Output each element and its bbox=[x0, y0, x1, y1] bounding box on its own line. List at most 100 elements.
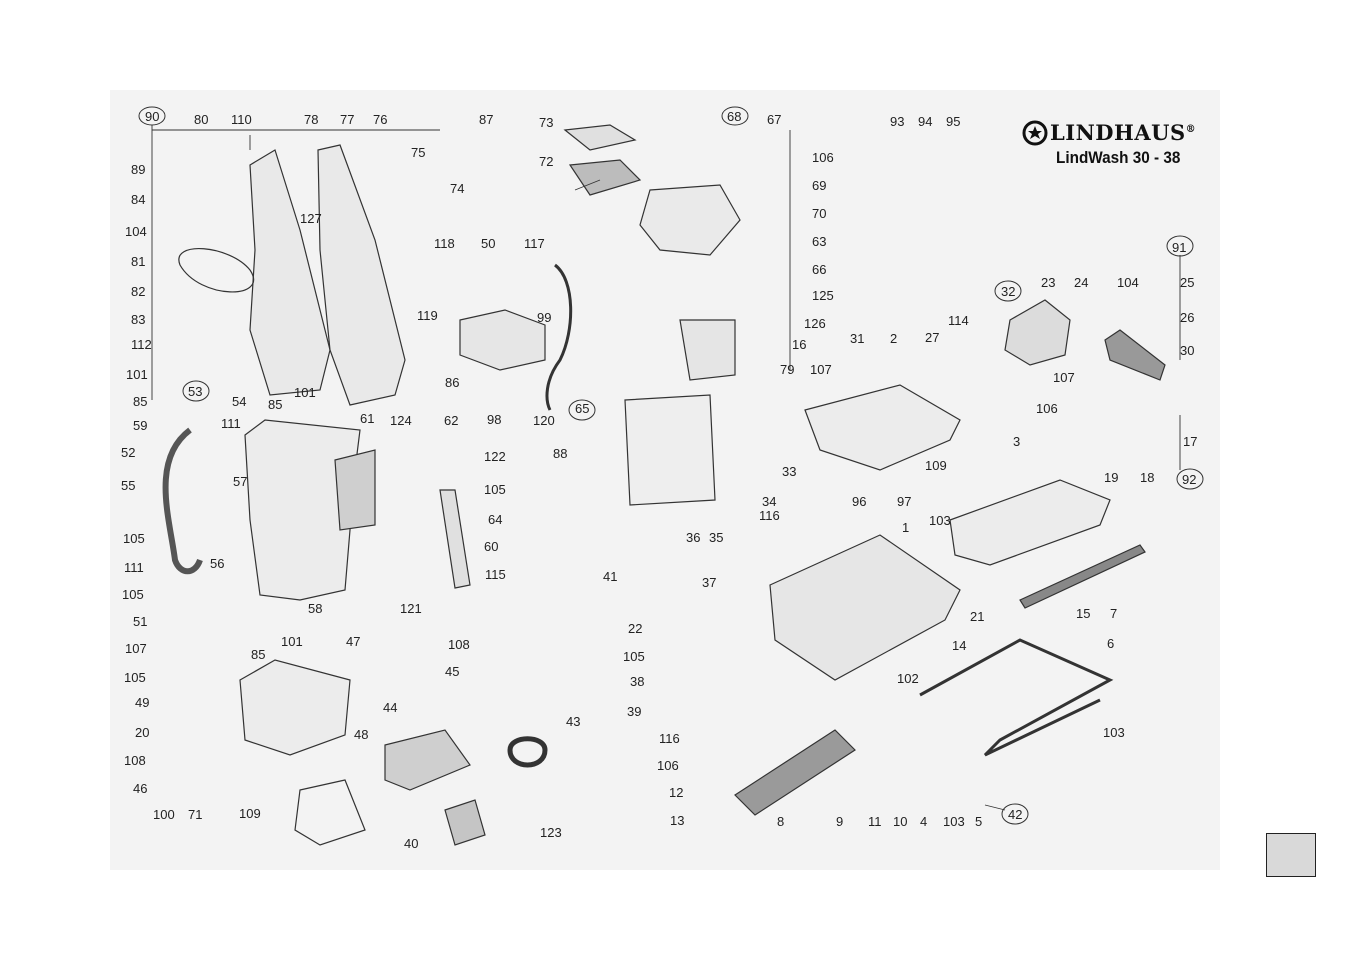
callout-number: 92 bbox=[1182, 472, 1196, 487]
callout-number: 36 bbox=[686, 530, 700, 545]
callout-number: 108 bbox=[448, 637, 470, 652]
callout-number: 85 bbox=[268, 397, 282, 412]
callout-number: 27 bbox=[925, 330, 939, 345]
callout-number: 47 bbox=[346, 634, 360, 649]
callout-number: 63 bbox=[812, 234, 826, 249]
filter-72 bbox=[568, 159, 642, 196]
recovery-tank bbox=[624, 394, 716, 506]
callout-number: 34 bbox=[762, 494, 776, 509]
callout-number: 123 bbox=[540, 825, 562, 840]
callout-number: 96 bbox=[852, 494, 866, 509]
belt-assembly bbox=[1104, 329, 1166, 381]
drain-hose bbox=[162, 427, 203, 575]
callout-number: 45 bbox=[445, 664, 459, 679]
callout-number: 107 bbox=[1053, 370, 1075, 385]
callout-number: 77 bbox=[340, 112, 354, 127]
callout-number: 48 bbox=[354, 727, 368, 742]
callout-number: 116 bbox=[659, 731, 680, 746]
callout-number: 31 bbox=[850, 331, 864, 346]
callout-number: 42 bbox=[1008, 807, 1022, 822]
callout-number: 7 bbox=[1110, 606, 1117, 621]
model-title: LindWash 30 - 38 bbox=[1056, 148, 1181, 167]
callout-number: 20 bbox=[135, 725, 149, 740]
callout-number: 98 bbox=[487, 412, 501, 427]
callout-number: 60 bbox=[484, 539, 498, 554]
callout-number: 89 bbox=[131, 162, 145, 177]
callout-number: 12 bbox=[669, 785, 683, 800]
callout-number: 32 bbox=[1001, 284, 1015, 299]
callout-number: 40 bbox=[404, 836, 418, 851]
callout-number: 127 bbox=[300, 211, 322, 226]
filter-123 bbox=[444, 799, 486, 846]
callout-number: 16 bbox=[792, 337, 806, 352]
brand-name: LINDHAUS® bbox=[1050, 120, 1197, 145]
callout-number: 115 bbox=[485, 567, 506, 582]
callout-number: 105 bbox=[623, 649, 645, 664]
callout-number: 103 bbox=[943, 814, 965, 829]
callout-number: 17 bbox=[1183, 434, 1197, 449]
callout-number: 64 bbox=[488, 512, 502, 527]
callout-number: 70 bbox=[812, 206, 826, 221]
callout-number: 108 bbox=[124, 753, 146, 768]
callout-number: 76 bbox=[373, 112, 387, 127]
motor-assembly bbox=[1004, 299, 1071, 366]
callout-number: 105 bbox=[122, 587, 144, 602]
callout-number: 90 bbox=[145, 109, 159, 124]
callout-number: 87 bbox=[479, 112, 493, 127]
handle-shell-rear bbox=[249, 149, 331, 396]
callout-number: 111 bbox=[221, 416, 241, 431]
tank-79 bbox=[679, 319, 736, 381]
callout-number: 23 bbox=[1041, 275, 1055, 290]
callout-number: 94 bbox=[918, 114, 932, 129]
callout-number: 126 bbox=[804, 316, 826, 331]
callout-number: 104 bbox=[125, 224, 147, 239]
callout-number: 61 bbox=[360, 411, 374, 426]
callout-number: 85 bbox=[251, 647, 265, 662]
callout-number: 84 bbox=[131, 192, 145, 207]
lindhaus-logo-icon bbox=[1022, 120, 1048, 146]
callout-number: 21 bbox=[970, 609, 984, 624]
callout-number: 93 bbox=[890, 114, 904, 129]
callout-number: 57 bbox=[233, 474, 247, 489]
callout-number: 99 bbox=[537, 310, 551, 325]
callout-number: 110 bbox=[231, 112, 252, 127]
callout-number: 39 bbox=[627, 704, 641, 719]
callout-number: 41 bbox=[603, 569, 617, 584]
callout-number: 103 bbox=[929, 513, 951, 528]
callout-number: 50 bbox=[481, 236, 495, 251]
callout-number: 109 bbox=[239, 806, 261, 821]
callout-number: 86 bbox=[445, 375, 459, 390]
callout-number: 35 bbox=[709, 530, 723, 545]
tank-base bbox=[239, 659, 351, 756]
callout-number: 107 bbox=[125, 641, 147, 656]
callout-number: 24 bbox=[1074, 275, 1088, 290]
callout-number: 107 bbox=[810, 362, 832, 377]
callout-number: 114 bbox=[948, 313, 969, 328]
callout-number: 125 bbox=[812, 288, 834, 303]
callout-number: 65 bbox=[575, 401, 589, 416]
gasket-40 bbox=[294, 779, 366, 846]
callout-number: 74 bbox=[450, 181, 464, 196]
filter-panel bbox=[334, 449, 376, 531]
callout-number: 79 bbox=[780, 362, 794, 377]
cover-3 bbox=[949, 479, 1111, 566]
callout-number: 11 bbox=[868, 814, 882, 829]
callout-number: 88 bbox=[553, 446, 567, 461]
callout-number: 122 bbox=[484, 449, 506, 464]
filter-73 bbox=[563, 124, 637, 151]
callout-number: 3 bbox=[1013, 434, 1020, 449]
callout-number: 106 bbox=[812, 150, 834, 165]
callout-number: 30 bbox=[1180, 343, 1194, 358]
callout-number: 66 bbox=[812, 262, 826, 277]
callout-number: 120 bbox=[533, 413, 555, 428]
pipe-64 bbox=[439, 489, 471, 589]
callout-number: 104 bbox=[1117, 275, 1139, 290]
callout-number: 81 bbox=[131, 254, 145, 269]
callout-number: 9 bbox=[836, 814, 843, 829]
callout-number: 55 bbox=[121, 478, 135, 493]
callout-number: 1 bbox=[902, 520, 909, 535]
callout-number: 83 bbox=[131, 312, 145, 327]
callout-number: 73 bbox=[539, 115, 553, 130]
bar-7 bbox=[1019, 544, 1146, 609]
